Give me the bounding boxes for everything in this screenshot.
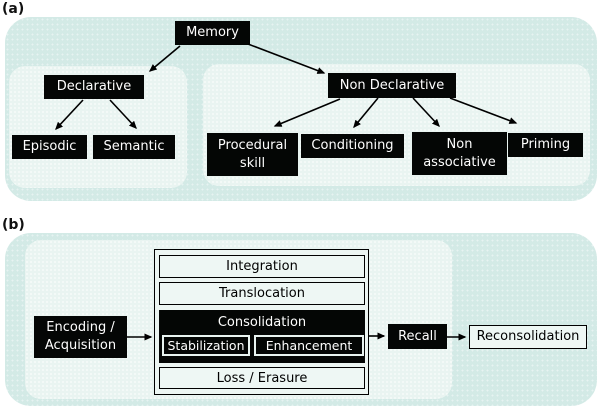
node-reconsolidation: Reconsolidation [469, 325, 587, 349]
node-declarative: Declarative [44, 75, 144, 99]
node-recall-label: Recall [398, 328, 437, 344]
stage-consolidation-label: Consolidation [217, 315, 307, 330]
node-stabilization: Stabilization [162, 335, 250, 356]
node-semantic-label: Semantic [103, 139, 165, 155]
node-encoding-acquisition: Encoding / Acquisition [34, 316, 127, 358]
node-procedural-skill: Procedural skill [207, 133, 298, 176]
node-conditioning: Conditioning [301, 134, 404, 158]
node-non-declarative: Non Declarative [328, 73, 456, 98]
node-declarative-label: Declarative [56, 79, 132, 95]
node-semantic: Semantic [93, 135, 175, 159]
stage-loss-erasure: Loss / Erasure [159, 367, 365, 389]
node-encoding-acquisition-label: Encoding / Acquisition [44, 320, 117, 353]
stage-translocation: Translocation [159, 282, 365, 305]
stage-translocation-label: Translocation [219, 286, 305, 301]
node-memory: Memory [175, 21, 250, 45]
node-non-associative: Non associative [412, 132, 507, 175]
node-non-declarative-label: Non Declarative [339, 77, 445, 93]
node-procedural-skill-label: Procedural skill [217, 137, 288, 171]
node-stabilization-label: Stabilization [167, 338, 245, 353]
node-recall: Recall [388, 324, 447, 349]
node-priming-label: Priming [520, 137, 571, 153]
node-conditioning-label: Conditioning [311, 138, 394, 154]
node-priming: Priming [508, 133, 583, 157]
node-enhancement: Enhancement [254, 335, 364, 356]
node-enhancement-label: Enhancement [265, 338, 353, 353]
panel-a-label: (a) [2, 1, 25, 17]
node-episodic-label: Episodic [22, 139, 77, 155]
node-memory-label: Memory [186, 25, 239, 41]
stage-integration: Integration [159, 255, 365, 278]
stage-consolidation-title: Consolidation [159, 311, 365, 334]
panel-b-label: (b) [2, 217, 25, 233]
node-non-associative-label: Non associative [423, 136, 496, 170]
stage-loss-erasure-label: Loss / Erasure [216, 370, 308, 386]
stage-integration-label: Integration [226, 259, 298, 274]
node-reconsolidation-label: Reconsolidation [476, 329, 580, 345]
node-episodic: Episodic [12, 135, 87, 159]
